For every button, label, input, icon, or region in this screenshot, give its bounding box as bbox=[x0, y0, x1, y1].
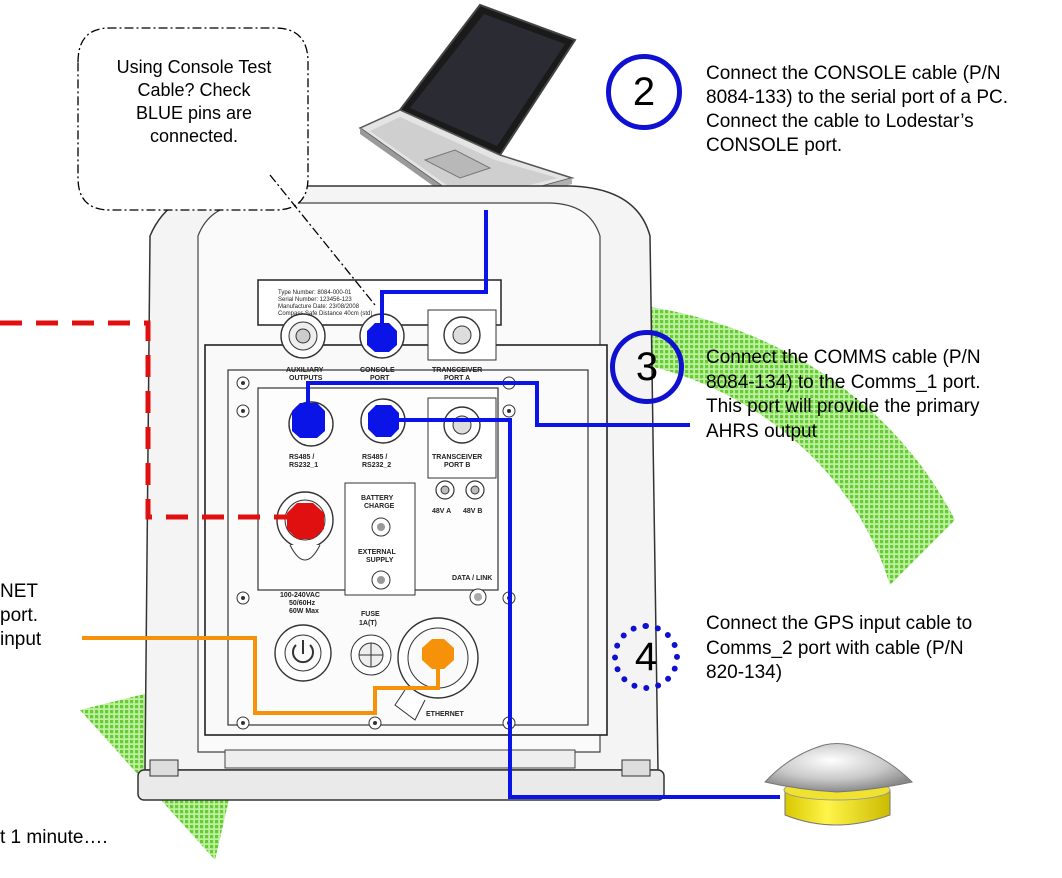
orange-ethernet-cable bbox=[82, 636, 440, 715]
label-console-2: PORT bbox=[370, 375, 390, 382]
label-rs1-2: RS232_1 bbox=[289, 462, 318, 469]
blue-comms1-plug-icon bbox=[292, 403, 325, 438]
transceiver-port-b bbox=[427, 397, 497, 500]
label-ethernet: ETHERNET bbox=[426, 711, 464, 718]
battery-charge-socket bbox=[371, 517, 391, 537]
fuse-holder-icon bbox=[350, 634, 392, 676]
auxiliary-outputs-port bbox=[280, 313, 326, 359]
transceiver-port-a bbox=[427, 309, 497, 361]
step-3-badge: 3 bbox=[610, 330, 684, 404]
label-data-link: DATA / LINK bbox=[452, 575, 492, 582]
nameplate-line-3: Manufacture Date: 23/08/2008 bbox=[278, 304, 360, 310]
step-2-badge: 2 bbox=[606, 54, 682, 130]
lodestar-device: Type Number: 8084-000-01 Serial Number: … bbox=[137, 185, 665, 801]
label-rs2-2: RS232_2 bbox=[362, 462, 391, 469]
blue-console-cable bbox=[380, 210, 488, 336]
label-48v-a: 48V A bbox=[432, 508, 451, 515]
blue-comms-cable bbox=[306, 381, 690, 427]
step-3-text: Connect the COMMS cable (P/N 8084-134) t… bbox=[706, 347, 981, 442]
power-button-icon bbox=[274, 624, 332, 682]
label-trx-b-2: PORT B bbox=[444, 462, 470, 469]
laptop-icon bbox=[358, 3, 577, 212]
step-2-text: Connect the CONSOLE cable (P/N 8084-133)… bbox=[706, 63, 1009, 156]
step-4-badge: 4 bbox=[612, 623, 680, 691]
label-trx-a-2: PORT A bbox=[444, 375, 470, 382]
external-supply-socket bbox=[371, 570, 391, 590]
gps-antenna-icon bbox=[764, 743, 914, 826]
label-trx-a-1: TRANSCEIVER bbox=[432, 367, 482, 374]
callout-text: Using Console Test Cable? Check BLUE pin… bbox=[116, 57, 272, 146]
nameplate-line-2: Serial Number: 123456-123 bbox=[278, 297, 352, 303]
nameplate-line-1: Type Number: 8084-000-01 bbox=[278, 290, 352, 296]
callout-bubble bbox=[77, 27, 376, 306]
data-link-led bbox=[469, 588, 487, 606]
red-power-cable bbox=[0, 320, 305, 520]
label-battery-2: CHARGE bbox=[364, 503, 395, 510]
blue-comms2-plug-icon bbox=[368, 405, 399, 437]
red-power-plug-icon bbox=[287, 503, 324, 539]
label-48v-b: 48V B bbox=[463, 508, 482, 515]
label-external-1: EXTERNAL bbox=[358, 549, 396, 556]
left-fragment-input: input bbox=[0, 629, 42, 650]
left-fragment-net: NET bbox=[0, 581, 38, 602]
label-mains-1: 100-240VAC bbox=[280, 592, 320, 599]
label-trx-b-1: TRANSCEIVER bbox=[432, 454, 482, 461]
label-battery-1: BATTERY bbox=[361, 495, 394, 502]
label-aux-2: OUTPUTS bbox=[289, 375, 323, 382]
label-rs1-1: RS485 / bbox=[289, 454, 314, 461]
label-console-1: CONSOLE bbox=[360, 367, 395, 374]
left-fragment-wait: t 1 minute…. bbox=[0, 827, 108, 848]
label-fuse-1: FUSE bbox=[361, 611, 380, 618]
label-mains-3: 60W Max bbox=[289, 608, 319, 615]
label-rs2-1: RS485 / bbox=[362, 454, 387, 461]
label-external-2: SUPPLY bbox=[366, 557, 394, 564]
blue-console-plug-icon bbox=[367, 323, 397, 352]
left-fragment-port: port. bbox=[0, 605, 39, 626]
label-mains-2: 50/60Hz bbox=[289, 600, 316, 607]
label-aux-1: AUXILIARY bbox=[286, 367, 324, 374]
nameplate-line-4: Compass Safe Distance 40cm (std) bbox=[278, 311, 372, 317]
orange-ethernet-plug-icon bbox=[422, 639, 454, 669]
step-4-text: Connect the GPS input cable to Comms_2 p… bbox=[706, 613, 973, 683]
label-fuse-2: 1A(T) bbox=[359, 620, 377, 627]
blue-gps-cable bbox=[383, 418, 780, 799]
